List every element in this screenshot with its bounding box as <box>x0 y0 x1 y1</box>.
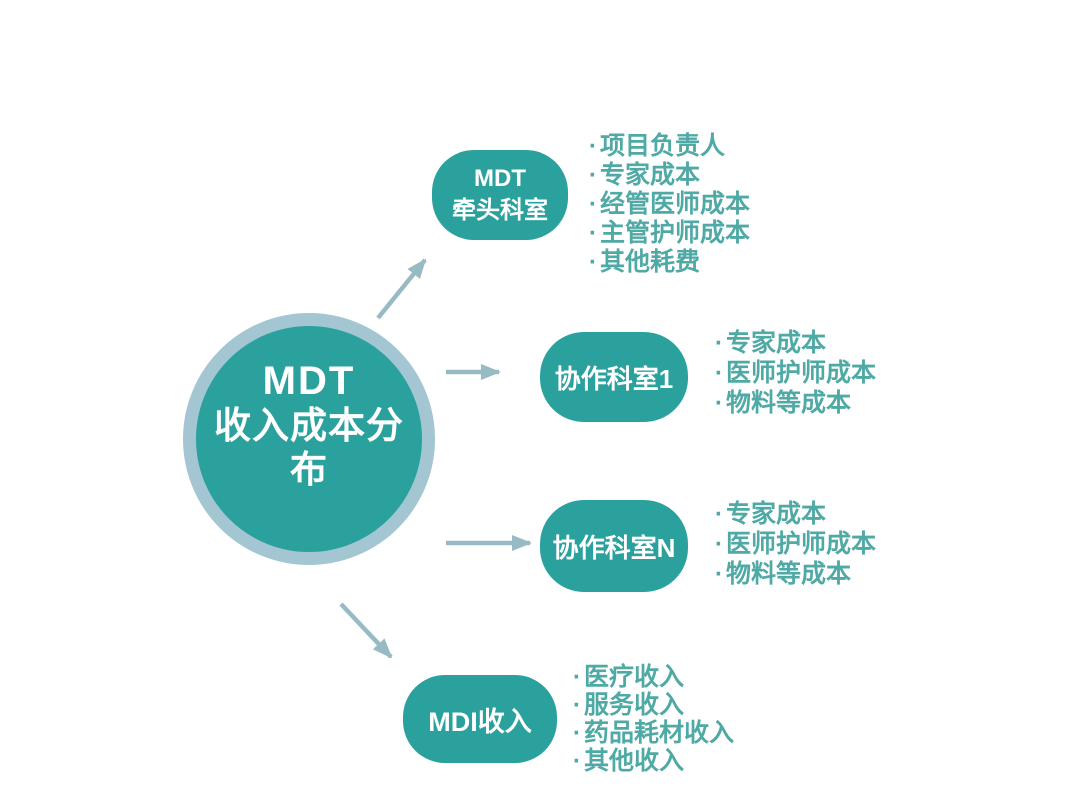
bullet-dot: · <box>588 248 598 276</box>
bullet-dot: · <box>572 719 582 747</box>
list-item: ·物料等成本 <box>712 388 876 418</box>
list-item-text: 服务收入 <box>584 691 685 719</box>
bullet-dot: · <box>572 663 582 691</box>
list-item: ·其他收入 <box>570 747 734 775</box>
node-mdt-lead: MDT 牵头科室 <box>432 150 568 240</box>
list-item-text: 主管护师成本 <box>600 219 751 247</box>
list-item: ·医疗收入 <box>570 663 734 691</box>
list-item: ·专家成本 <box>712 328 876 358</box>
bullet-dot: · <box>714 329 724 357</box>
list-item: ·药品耗材收入 <box>570 719 734 747</box>
node-mdt-lead-label-line2: 牵头科室 <box>452 197 548 224</box>
bullet-dot: · <box>714 560 724 588</box>
node-mdi-income: MDI收入 <box>403 675 557 763</box>
list-item: ·主管护师成本 <box>586 219 750 248</box>
node-mdt-lead-label: MDT 牵头科室 <box>452 163 548 228</box>
center-node: MDT 收入成本分布 <box>183 313 435 565</box>
cost-list-mdi-income: ·医疗收入 ·服务收入 ·药品耗材收入 ·其他收入 <box>570 663 734 775</box>
cost-list-collab-dept-n: ·专家成本 ·医师护师成本 ·物料等成本 <box>712 499 876 589</box>
node-collab-dept-1: 协作科室1 <box>540 332 688 422</box>
list-item-text: 专家成本 <box>726 500 827 528</box>
list-item-text: 药品耗材收入 <box>584 719 735 747</box>
list-item-text: 医师护师成本 <box>726 530 877 558</box>
list-item: ·医师护师成本 <box>712 358 876 388</box>
list-item: ·专家成本 <box>586 161 750 190</box>
node-mdi-income-label: MDI收入 <box>428 706 532 737</box>
bullet-dot: · <box>572 747 582 775</box>
list-item: ·项目负责人 <box>586 132 750 161</box>
bullet-dot: · <box>588 161 598 189</box>
bullet-dot: · <box>572 691 582 719</box>
list-item-text: 其他耗费 <box>600 248 701 276</box>
center-node-label: MDT 收入成本分布 <box>196 358 422 493</box>
list-item-text: 物料等成本 <box>726 560 852 588</box>
list-item: ·医师护师成本 <box>712 529 876 559</box>
list-item: ·经管医师成本 <box>586 190 750 219</box>
node-collab-dept-n: 协作科室N <box>540 500 688 592</box>
list-item-text: 经管医师成本 <box>600 190 751 218</box>
list-item-text: 专家成本 <box>726 329 827 357</box>
arrow-down-right-icon <box>339 602 393 659</box>
node-mdt-lead-label-line1: MDT <box>474 164 526 192</box>
cost-list-mdt-lead: ·项目负责人 ·专家成本 ·经管医师成本 ·主管护师成本 ·其他耗费 <box>586 132 750 277</box>
list-item: ·其他耗费 <box>586 248 750 277</box>
list-item-text: 物料等成本 <box>726 389 852 417</box>
list-item: ·专家成本 <box>712 499 876 529</box>
cost-list-collab-dept-1: ·专家成本 ·医师护师成本 ·物料等成本 <box>712 328 876 418</box>
list-item-text: 其他收入 <box>584 747 685 775</box>
arrow-up-right-icon <box>376 258 427 320</box>
bullet-dot: · <box>588 219 598 247</box>
list-item-text: 医师护师成本 <box>726 359 877 387</box>
bullet-dot: · <box>714 530 724 558</box>
node-collab-dept-n-label: 协作科室N <box>552 532 676 563</box>
list-item-text: 医疗收入 <box>584 663 685 691</box>
bullet-dot: · <box>714 500 724 528</box>
list-item-text: 专家成本 <box>600 161 701 189</box>
bullet-dot: · <box>714 389 724 417</box>
bullet-dot: · <box>588 190 598 218</box>
node-collab-dept-1-label: 协作科室1 <box>554 363 674 394</box>
center-node-title: MDT <box>262 358 356 403</box>
list-item: ·服务收入 <box>570 691 734 719</box>
list-item-text: 项目负责人 <box>600 132 726 160</box>
center-node-subtitle: 收入成本分布 <box>214 404 404 490</box>
bullet-dot: · <box>714 359 724 387</box>
list-item: ·物料等成本 <box>712 559 876 589</box>
bullet-dot: · <box>588 132 598 160</box>
